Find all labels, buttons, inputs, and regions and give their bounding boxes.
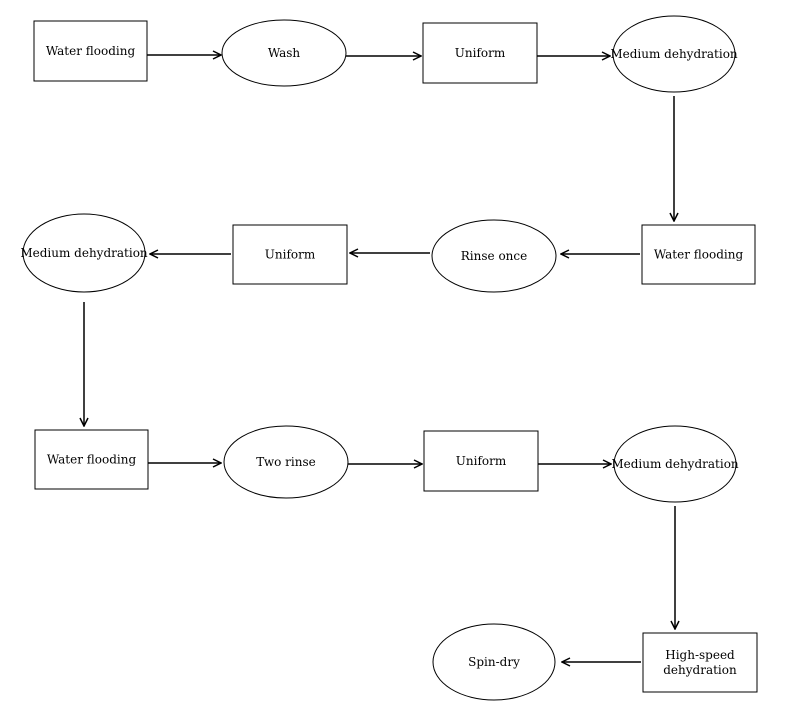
- process-box: [33, 20, 148, 82]
- node-label: Water flooding: [46, 44, 136, 58]
- node-label: Two rinse: [256, 455, 315, 469]
- node-label: Wash: [268, 46, 301, 60]
- process-ellipse: [612, 15, 736, 93]
- process-box: [232, 224, 348, 285]
- process-ellipse: [223, 425, 349, 499]
- edges-layer: [84, 55, 675, 662]
- process-ellipse: [432, 623, 556, 701]
- node-medium-dehydration: Medium dehydration: [20, 213, 148, 293]
- node-uniform: Uniform: [232, 224, 348, 285]
- node-label: Uniform: [456, 454, 507, 468]
- process-box: [422, 22, 538, 84]
- node-label: Rinse once: [461, 249, 527, 263]
- node-medium-dehydration: Medium dehydration: [611, 425, 739, 503]
- node-water-flooding: Water flooding: [641, 224, 756, 285]
- process-ellipse: [613, 425, 737, 503]
- node-medium-dehydration: Medium dehydration: [610, 15, 738, 93]
- process-ellipse: [431, 219, 557, 293]
- node-label: Medium dehydration: [610, 47, 738, 61]
- node-water-flooding: Water flooding: [33, 20, 148, 82]
- node-wash: Wash: [221, 19, 347, 87]
- node-rinse-once: Rinse once: [431, 219, 557, 293]
- node-label: High-speed: [665, 648, 735, 662]
- process-ellipse: [221, 19, 347, 87]
- process-box: [641, 224, 756, 285]
- node-spin-dry: Spin-dry: [432, 623, 556, 701]
- node-uniform: Uniform: [423, 430, 539, 492]
- node-uniform: Uniform: [422, 22, 538, 84]
- node-water-flooding: Water flooding: [34, 429, 149, 490]
- node-label: Uniform: [455, 46, 506, 60]
- node-label: Spin-dry: [468, 655, 520, 669]
- process-ellipse: [22, 213, 146, 293]
- node-label: Medium dehydration: [20, 246, 148, 260]
- process-box: [423, 430, 539, 492]
- node-label: Uniform: [265, 248, 316, 262]
- node-label: Medium dehydration: [611, 457, 739, 471]
- node-label: dehydration: [663, 663, 737, 677]
- process-box: [642, 632, 758, 693]
- node-label: Water flooding: [654, 248, 744, 262]
- node-label: Water flooding: [47, 453, 137, 467]
- node-two-rinse: Two rinse: [223, 425, 349, 499]
- process-box: [34, 429, 149, 490]
